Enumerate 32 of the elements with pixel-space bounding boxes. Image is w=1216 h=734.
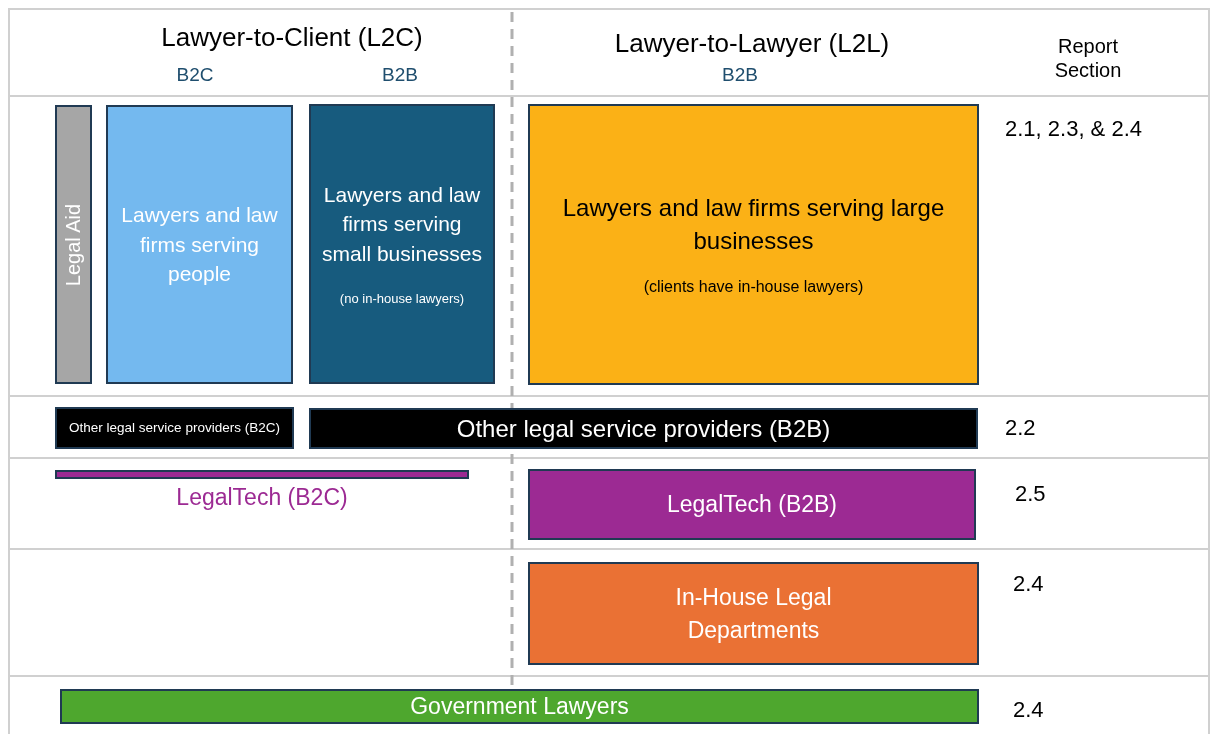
segment-box [309,104,495,384]
node-label: Government Lawyers [410,692,629,722]
node-label: Lawyers and law firms serving large businesses [561,192,946,257]
provider-bar [309,408,978,449]
node-label: Lawyers and law firms serving small businesses [321,181,483,267]
section-number: 2.2 [1005,415,1037,442]
column-subheading: B2B [721,64,759,87]
node-label: LegalTech (B2C) [175,484,349,512]
node-label: In-House Legal Departments [674,583,833,645]
node-note: (no in-house lawyers) [338,290,466,308]
column-subheading: B2C [175,64,215,87]
column-heading: Lawyer-to-Client (L2C) [160,22,424,54]
column-heading: Report Section [1053,34,1123,82]
section-number: 2.1, 2.3, & 2.4 [1005,116,1143,143]
column-subheading: B2B [381,64,419,87]
provider-bar [55,407,294,449]
node-label: Other legal service providers (B2B) [456,413,831,444]
section-number: 2.5 [1015,481,1047,508]
node-note: (clients have in-house lawyers) [642,276,865,297]
node-label: Lawyers and law firms serving people [120,202,279,288]
legal-aid-bar [55,105,92,384]
section-number: 2.4 [1013,697,1045,724]
node-label: LegalTech (B2B) [666,490,837,520]
section-number: 2.4 [1013,571,1045,598]
government-bar [60,689,979,724]
segment-box [528,104,979,385]
node-label: Legal Aid [61,203,86,286]
department-box [528,562,979,665]
node-label: Other legal service providers (B2C) [69,418,280,437]
column-heading: Lawyer-to-Lawyer (L2L) [613,28,891,60]
legaltech-box [528,469,976,540]
segment-box [106,105,293,384]
